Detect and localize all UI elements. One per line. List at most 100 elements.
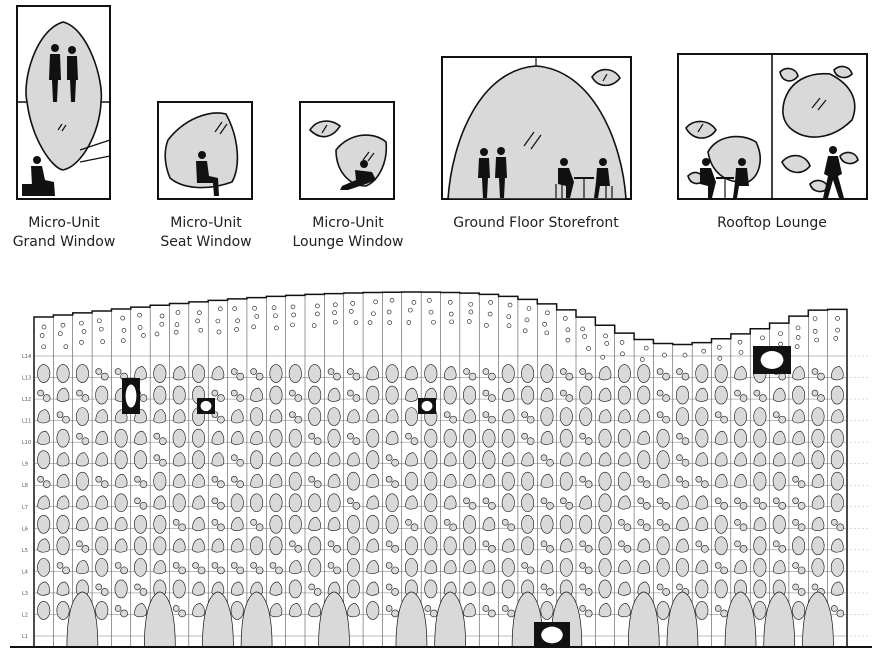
lounge-window — [560, 497, 567, 505]
grand-window — [95, 385, 109, 405]
lounge-window — [217, 480, 225, 489]
lounge-window — [347, 497, 354, 505]
seat-window — [405, 387, 418, 402]
grand-window — [811, 558, 825, 577]
roof-opening — [524, 317, 530, 323]
lounge-window — [313, 437, 322, 445]
lounge-window — [778, 501, 787, 510]
seat-window — [269, 581, 283, 596]
roof-opening — [484, 323, 489, 328]
lounge-window — [100, 480, 109, 489]
seat-window — [366, 581, 380, 596]
lounge-window — [579, 562, 586, 569]
lounge-window — [546, 545, 554, 553]
lounge-window — [100, 588, 109, 596]
lounge-window — [178, 566, 186, 575]
lounge-window — [521, 562, 528, 569]
lounge-window — [656, 368, 664, 375]
seat-window — [192, 581, 205, 596]
roof-opening — [79, 340, 84, 345]
lounge-window — [308, 475, 315, 483]
floor-label: L9 — [22, 462, 28, 468]
grand-window — [753, 428, 767, 448]
grand-window — [656, 601, 670, 620]
storefront-arch — [143, 591, 176, 648]
seat-window — [792, 366, 805, 381]
seat-window — [172, 473, 186, 488]
lounge-window — [255, 372, 264, 381]
grand-window — [95, 536, 109, 556]
lounge-window — [579, 432, 586, 440]
grand-window — [172, 579, 186, 599]
lounge-window — [488, 501, 496, 510]
roof-opening — [353, 320, 359, 325]
grand-window — [327, 407, 341, 426]
roof-opening — [643, 345, 649, 351]
lounge-window — [811, 368, 819, 375]
lounge-window — [211, 389, 219, 397]
seat-window — [637, 430, 651, 445]
lounge-window — [584, 545, 593, 553]
seat-window — [618, 603, 631, 618]
lounge-window — [468, 501, 477, 510]
lounge-window — [269, 562, 277, 569]
seat-window — [618, 560, 631, 575]
lounge-window — [172, 562, 180, 569]
grand-window — [598, 579, 612, 599]
lounge-window — [778, 415, 787, 424]
grand-window — [463, 515, 477, 534]
grand-window — [114, 450, 128, 469]
roof-opening — [252, 305, 257, 311]
seat-window — [114, 538, 128, 553]
grand-window — [463, 536, 477, 556]
seat-window — [734, 473, 747, 488]
lounge-window — [352, 372, 361, 381]
grand-window — [153, 536, 167, 556]
roof-opening — [701, 348, 707, 354]
lounge-window — [772, 540, 780, 548]
lounge-window — [217, 523, 225, 532]
lounge-window — [134, 475, 141, 483]
roof-opening — [562, 316, 568, 321]
seat-window — [134, 430, 147, 445]
seat-window — [501, 452, 515, 467]
lounge-window — [236, 458, 245, 467]
grand-window — [424, 450, 438, 469]
grand-window — [192, 450, 206, 469]
seat-window — [772, 430, 786, 445]
lounge-window — [308, 583, 315, 591]
seat-window — [366, 473, 380, 488]
seat-window — [95, 430, 109, 445]
grand-window — [830, 493, 844, 513]
seat-window — [618, 495, 631, 510]
grand-window — [598, 515, 612, 534]
seat-window — [269, 473, 283, 488]
lounge-window — [81, 394, 90, 402]
grand-window — [617, 385, 631, 405]
seat-window — [347, 452, 360, 467]
lounge-window — [772, 497, 780, 505]
seat-window — [463, 603, 476, 618]
grand-window — [656, 428, 670, 448]
lounge-window — [526, 566, 535, 575]
lounge-window — [579, 475, 586, 483]
grand-window — [714, 364, 728, 383]
floor-label: L10 — [22, 440, 31, 446]
lounge-window — [95, 368, 103, 375]
grand-window — [37, 450, 51, 469]
lounge-window — [792, 562, 799, 569]
lounge-window — [81, 437, 90, 445]
lounge-window — [584, 609, 593, 618]
roof-opening — [565, 327, 571, 333]
seat-window — [540, 430, 554, 445]
seat-window — [347, 409, 360, 424]
rooftop-lounge-icon — [677, 53, 868, 200]
seat-window — [289, 560, 302, 575]
seat-window — [637, 560, 651, 575]
lounge-window — [482, 389, 490, 397]
grand-window — [598, 493, 612, 513]
grand-window — [443, 385, 457, 405]
grand-window — [637, 385, 651, 405]
seat-window — [579, 495, 592, 510]
lounge-window — [449, 523, 457, 532]
